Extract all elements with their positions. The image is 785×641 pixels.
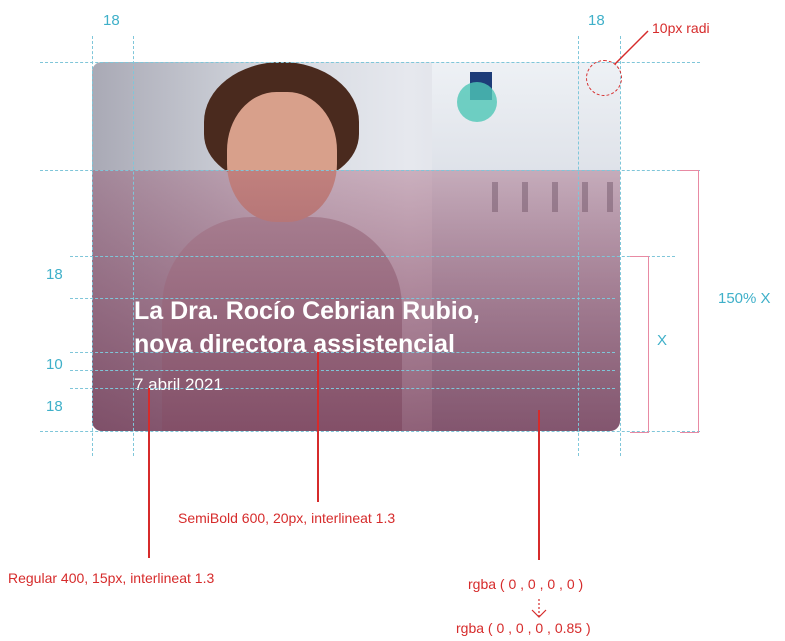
bottom-padding-label: 18 <box>46 398 63 415</box>
guide-title-bottom <box>70 352 615 353</box>
card-title-line-2: nova directora assistencial <box>134 329 455 358</box>
gradient-arrow <box>531 599 547 618</box>
news-card[interactable]: La Dra. Rocío Cebrian Rubio, nova direct… <box>92 62 620 431</box>
gradient-overlay <box>92 170 620 431</box>
overlay-height-label: 150% X <box>718 290 771 307</box>
text-block-height-bracket <box>630 256 649 433</box>
guide-card-left <box>92 36 93 456</box>
guide-date-top <box>70 370 615 371</box>
card-date: 7 abril 2021 <box>134 375 223 394</box>
gradient-to-annotation: rgba ( 0 , 0 , 0 , 0.85 ) <box>456 620 591 636</box>
guide-date-bottom <box>70 388 615 389</box>
guide-overlay-top <box>40 170 700 171</box>
title-style-annotation: SemiBold 600, 20px, interlineat 1.3 <box>178 510 396 526</box>
radius-annotation: 10px radi <box>652 20 710 36</box>
guide-card-right <box>620 36 621 456</box>
top-padding-label: 18 <box>46 266 63 283</box>
right-padding-label: 18 <box>588 12 605 29</box>
overlay-height-bracket <box>680 170 699 433</box>
card-title[interactable]: La Dra. Rocío Cebrian Rubio, nova direct… <box>134 295 574 360</box>
gradient-from-annotation: rgba ( 0 , 0 , 0 , 0 ) <box>468 576 584 592</box>
date-style-annotation: Regular 400, 15px, interlineat 1.3 <box>8 570 215 586</box>
gap-label: 10 <box>46 356 63 373</box>
guide-text-left <box>133 36 134 456</box>
hospital-logo-mark <box>457 82 497 122</box>
guide-title-top <box>70 298 615 299</box>
left-padding-label: 18 <box>103 12 120 29</box>
radius-leader <box>614 30 649 65</box>
overlay-leader <box>538 410 540 560</box>
card-title-line-1: La Dra. Rocío Cebrian Rubio, <box>134 297 480 325</box>
guide-text-right <box>578 36 579 456</box>
date-leader <box>148 388 150 558</box>
guide-text-block-top <box>70 256 675 257</box>
title-leader <box>317 352 319 502</box>
radius-marker <box>586 60 622 96</box>
text-block-height-label: X <box>657 332 668 349</box>
guide-card-bottom <box>40 431 700 432</box>
guide-card-top <box>40 62 700 63</box>
